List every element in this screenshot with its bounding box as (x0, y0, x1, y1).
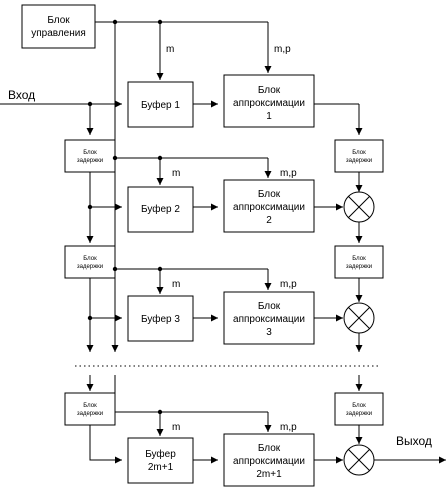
buffer-2-label: Буфер 2 (141, 203, 180, 215)
stage-3: m m,p Буфер 3 Блок аппроксимации 3 (112, 266, 375, 352)
block-text: 2m+1 (256, 469, 282, 480)
block-text: Блок (352, 150, 366, 156)
buffer-2 (127, 186, 194, 233)
connector-line (348, 307, 370, 329)
delay-right-2: Блок задержки (334, 245, 384, 302)
connector-path (114, 375, 268, 413)
delay-right-1: Блок задержки (334, 139, 384, 192)
buffer-1 (127, 81, 194, 128)
approx-last (223, 433, 315, 487)
approx-2 (223, 179, 315, 233)
stage-1: Буфер 1 Блок аппроксимации 1 (127, 74, 363, 135)
approx-1-line-2: аппроксимации (233, 98, 305, 109)
stage-2: m m,p Буфер 2 Блок аппроксимации 2 (112, 155, 375, 243)
buffer-last (127, 437, 194, 484)
output-label: Выход (396, 434, 432, 448)
block-text: задержки (346, 411, 372, 417)
label-m-1: m (166, 44, 174, 55)
block-text: аппроксимации (233, 456, 305, 467)
approx-1-line-3: 1 (266, 111, 272, 122)
multiplier-2 (343, 191, 375, 223)
approx-1-line-1: Блок (258, 85, 281, 96)
delay-left-1: Блок задержки (64, 139, 122, 243)
block-text: аппроксимации (233, 202, 305, 213)
control-block-line-1: Блок (47, 15, 70, 26)
control-block: Блок управления (21, 4, 96, 49)
label-m-last: m (172, 422, 180, 433)
label-mp-last: m,p (280, 422, 297, 433)
delay-right-last (334, 392, 384, 426)
control-bus: m m,p (95, 19, 291, 352)
block-box (21, 4, 96, 49)
block-text: 3 (266, 327, 272, 338)
multiplier-last (343, 444, 375, 476)
approx-1 (223, 74, 315, 128)
buffer-3-label: Буфер 3 (141, 313, 180, 325)
label-m-3: m (172, 279, 180, 290)
delay-left-2: Блок задержки (64, 245, 122, 352)
block-text: Блок (352, 256, 366, 262)
connector-line (348, 449, 370, 471)
label-mp-1: m,p (274, 44, 291, 55)
label-m-2: m (172, 168, 180, 179)
label-mp-3: m,p (280, 279, 297, 290)
block-box (64, 139, 116, 173)
block-text: задержки (77, 411, 103, 417)
label-mp-2: m,p (280, 168, 297, 179)
connector-line (348, 196, 370, 218)
block-text: Буфер (145, 448, 176, 460)
control-block-line-2: управления (31, 28, 86, 39)
block-text: 2m+1 (148, 462, 174, 473)
block-text: задержки (346, 158, 372, 164)
multiplier-3 (343, 302, 375, 334)
buffer-1-label: Буфер 1 (141, 99, 180, 111)
block-text: Блок (83, 403, 97, 409)
block-text: задержки (77, 158, 103, 164)
block-box (334, 139, 384, 173)
block-text: задержки (77, 264, 103, 270)
block-text: Блок (83, 150, 97, 156)
block-text: 2 (266, 215, 272, 226)
block-text: Блок (258, 301, 281, 312)
block-box (64, 245, 116, 279)
block-text: Блок (352, 403, 366, 409)
block-text: Блок (258, 443, 281, 454)
input-label: Вход (8, 88, 35, 102)
block-text: задержки (346, 264, 372, 270)
approx-3 (223, 291, 315, 345)
block-text: аппроксимации (233, 314, 305, 325)
connector-path (89, 425, 122, 464)
block-box (334, 245, 384, 279)
input-line: Вход (0, 88, 122, 135)
block-text: Блок (83, 256, 97, 262)
block-text: Блок (258, 189, 281, 200)
delay-left-last (64, 392, 116, 426)
stage-last: Блок задержки m m,p Буфер 2m+1 Блок аппр… (64, 375, 446, 487)
